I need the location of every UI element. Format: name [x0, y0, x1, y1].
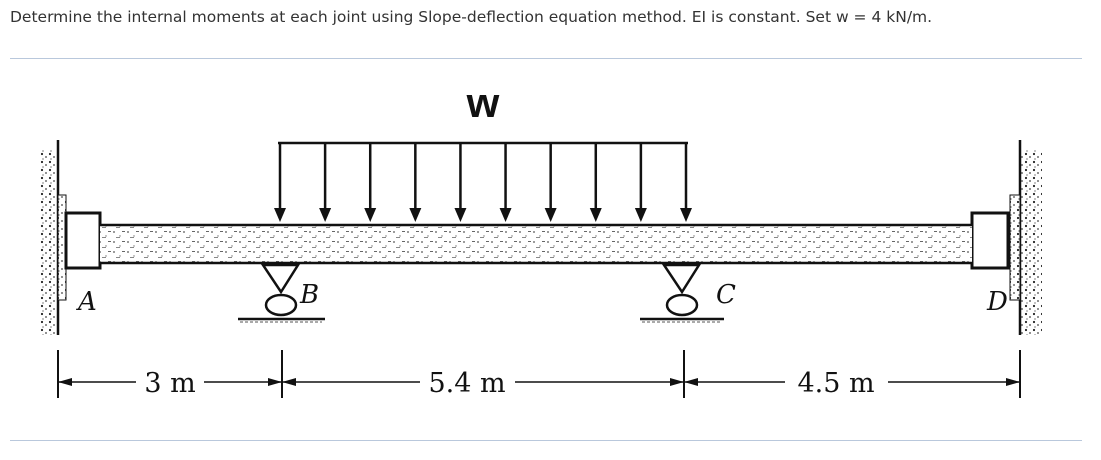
distributed-load — [274, 141, 692, 222]
load-arrow-head — [589, 208, 602, 222]
problem-statement: Determine the internal moments at each j… — [10, 8, 933, 26]
load-arrow-head — [634, 208, 647, 222]
beam — [100, 223, 972, 265]
roller-support-c — [640, 263, 724, 323]
fixed-end-block-a — [64, 211, 102, 270]
roller-support-b — [238, 263, 325, 323]
dimension-cd: 4.5 m — [797, 368, 874, 399]
left-wall — [40, 140, 67, 335]
dimension-ab: 3 m — [144, 368, 195, 399]
right-wall — [1009, 140, 1042, 335]
load-arrow-head — [544, 208, 557, 222]
dimension-line — [57, 350, 1021, 398]
load-arrow-head — [499, 208, 512, 222]
support-label-a: A — [76, 287, 97, 317]
load-arrow-head — [319, 208, 332, 222]
dimension-bc: 5.4 m — [428, 368, 505, 399]
load-arrow-head — [409, 208, 422, 222]
load-arrow-head — [274, 208, 286, 222]
support-label-d: D — [986, 287, 1008, 317]
divider-top — [10, 58, 1082, 59]
load-arrows — [274, 143, 692, 222]
support-label-c: C — [716, 280, 736, 310]
fixed-end-block-d — [970, 211, 1010, 270]
load-arrow-head — [454, 208, 467, 222]
support-label-b: B — [299, 280, 319, 310]
load-arrow-head — [364, 208, 377, 222]
divider-bottom — [10, 440, 1082, 441]
load-arrow-head — [680, 208, 692, 222]
load-label: w — [466, 79, 500, 126]
